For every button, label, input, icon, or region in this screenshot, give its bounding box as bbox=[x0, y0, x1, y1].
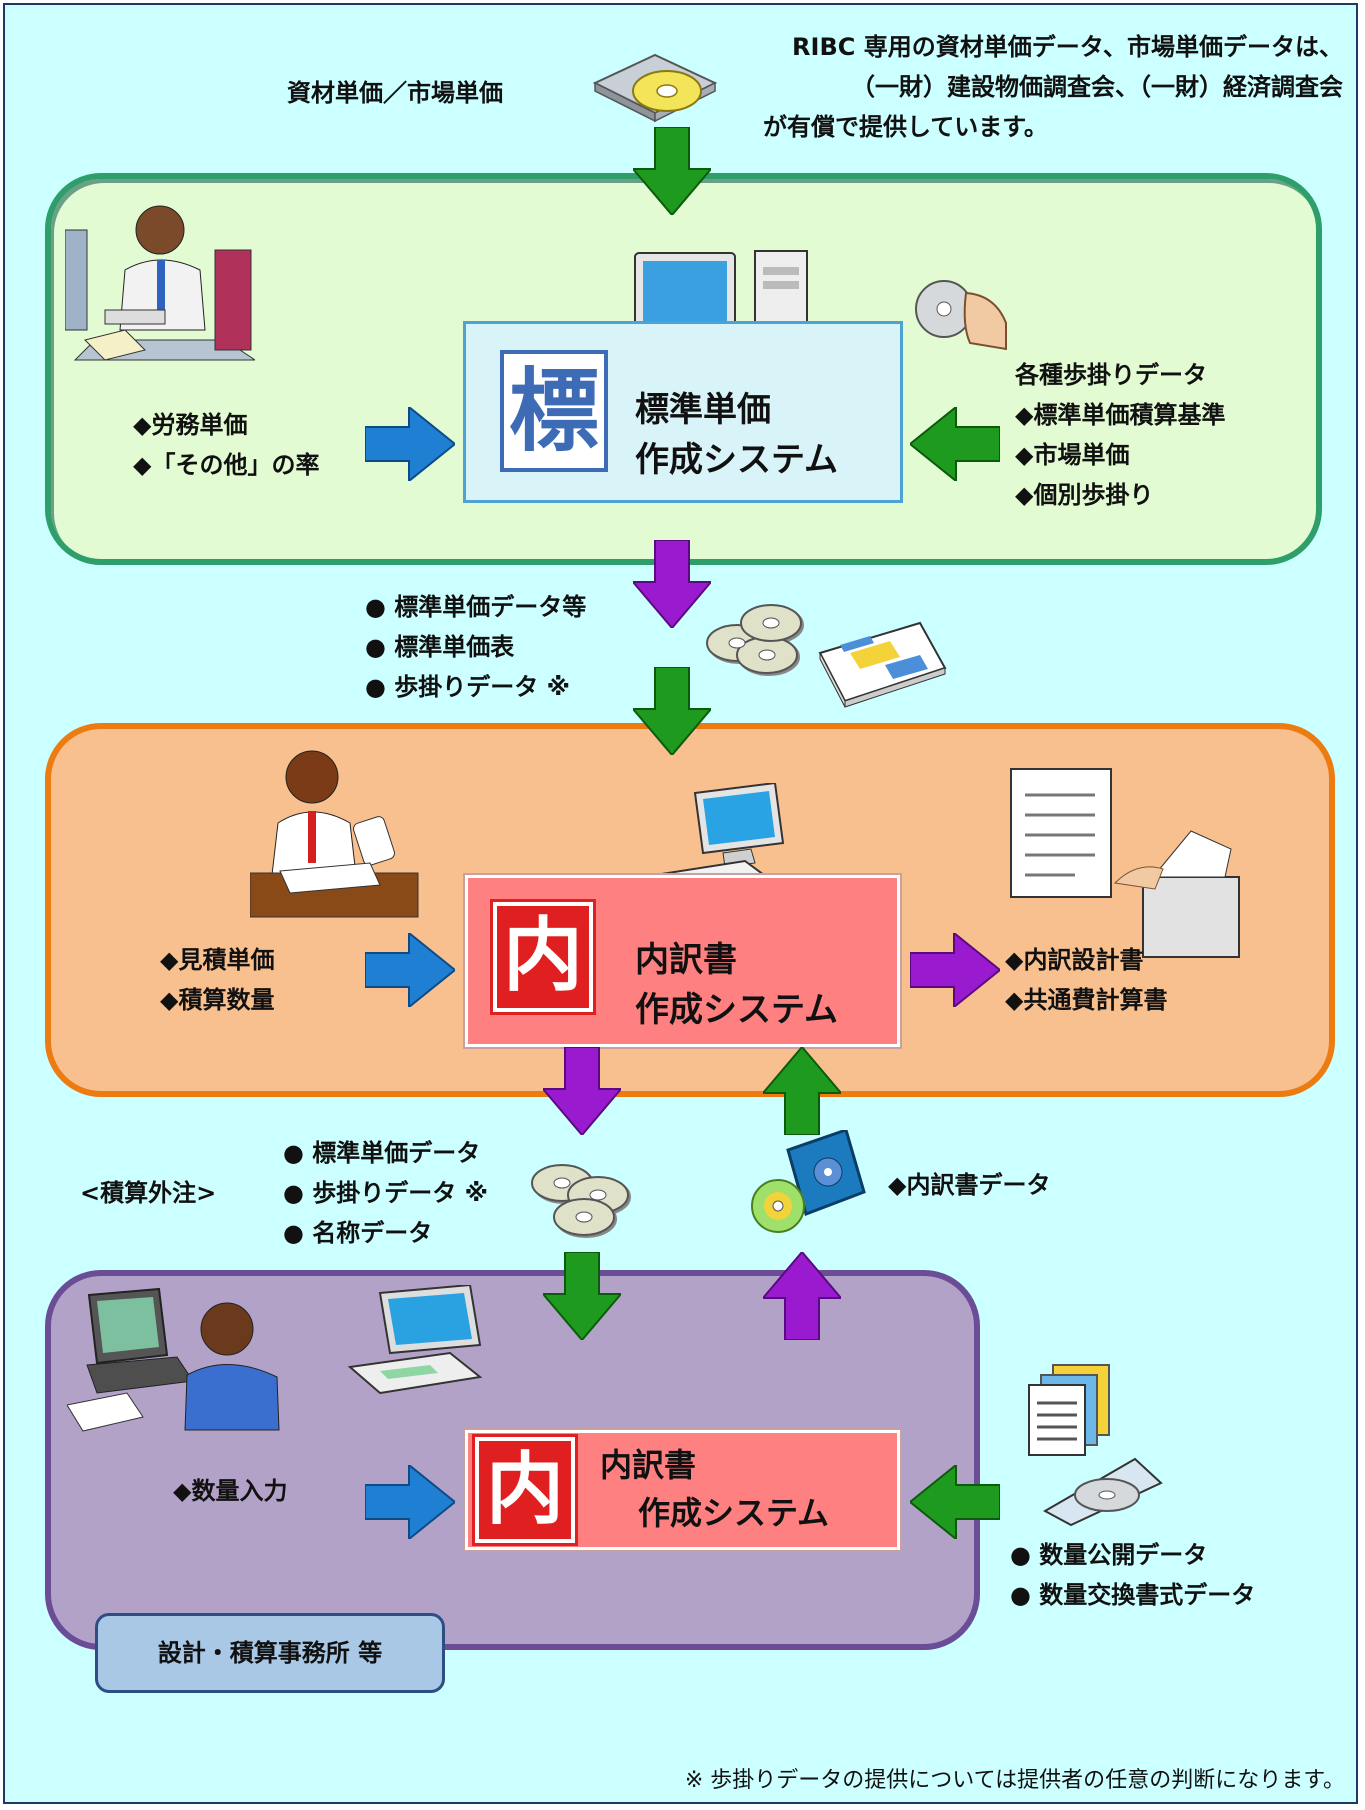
arrow-down-green bbox=[543, 1252, 621, 1340]
standard-system-title: 標準単価 作成システム bbox=[635, 385, 838, 485]
cd-case-icon bbox=[751, 1130, 866, 1233]
outsourcing-outputs: ● 標準単価データ ● 歩掛りデータ ※ ● 名称データ bbox=[283, 1133, 488, 1253]
breakdown-kanji-logo: 内 bbox=[490, 899, 596, 1015]
input-item: ◆見積単価 bbox=[160, 946, 275, 974]
output-item: ◆内訳設計書 bbox=[1005, 946, 1144, 974]
system-title-line: 標準単価 bbox=[635, 390, 771, 430]
design-office-badge: 設計・積算事務所 等 bbox=[95, 1613, 445, 1693]
breakdown-data-label: ◆内訳書データ bbox=[888, 1171, 1051, 1199]
input-item: ◆「その他」の率 bbox=[133, 451, 320, 479]
office-system-title: 内訳書 作成システム bbox=[600, 1441, 829, 1537]
quantity-data-inputs: ● 数量公開データ ● 数量交換書式データ bbox=[1010, 1535, 1255, 1615]
disc-stack-icon bbox=[706, 604, 802, 674]
documents-disc-icon bbox=[1028, 1364, 1163, 1527]
arrow-left-green bbox=[910, 1465, 1000, 1539]
input-item: ◆標準単価積算基準 bbox=[1015, 401, 1226, 429]
system-title-line: 作成システム bbox=[635, 990, 838, 1030]
system-title-line: 作成システム bbox=[635, 440, 838, 480]
laptop-worker-illustration bbox=[67, 1287, 280, 1432]
quantity-input-label: ◆数量入力 bbox=[173, 1477, 288, 1505]
system-title-line: 内訳書 bbox=[635, 940, 737, 980]
input-item: ● 数量交換書式データ bbox=[1010, 1581, 1256, 1609]
outsourcing-label: <積算外注> bbox=[80, 1179, 217, 1207]
arrow-right-blue bbox=[365, 933, 455, 1007]
input-item: ● 数量公開データ bbox=[1010, 1541, 1208, 1569]
disc-stack-icon bbox=[531, 1164, 629, 1236]
input-item: ◆個別歩掛り bbox=[1015, 481, 1154, 509]
hand-disc-icon bbox=[915, 280, 1007, 351]
arrow-down-purple bbox=[633, 540, 711, 628]
breakdown-outputs: ◆内訳設計書 ◆共通費計算書 bbox=[1005, 940, 1167, 1020]
footnote: ※ 歩掛りデータの提供については提供者の任意の判断になります。 bbox=[684, 1768, 1345, 1793]
laptop-icon bbox=[347, 1285, 483, 1395]
provider-note: RIBC 専用の資材単価データ、市場単価データは、 （一財）建設物価調査会、（一… bbox=[763, 27, 1343, 147]
system-title-line: 作成システム bbox=[638, 1494, 830, 1532]
arrow-right-blue bbox=[365, 407, 455, 481]
input-item: ◆労務単価 bbox=[133, 411, 248, 439]
standard-kanji-logo: 標 bbox=[500, 350, 608, 472]
provider-note-line: （一財）建設物価調査会、（一財）経済調査会 bbox=[851, 73, 1343, 101]
arrow-right-purple bbox=[910, 933, 1000, 1007]
provider-note-line: が有償で提供しています。 bbox=[763, 113, 1048, 141]
provider-note-line: RIBC 専用の資材単価データ、市場単価データは、 bbox=[792, 33, 1343, 61]
input-item: ◆積算数量 bbox=[160, 986, 275, 1014]
arrow-down-purple bbox=[543, 1047, 621, 1135]
arrow-left-green bbox=[910, 407, 1000, 481]
arrow-up-green bbox=[763, 1047, 841, 1135]
document-stack-icon bbox=[818, 621, 947, 708]
input-item: ◆市場単価 bbox=[1015, 441, 1130, 469]
arrow-down-green bbox=[633, 127, 711, 215]
office-kanji-logo: 内 bbox=[472, 1434, 578, 1546]
dvd-drive-icon bbox=[592, 53, 718, 123]
output-item: ● 名称データ bbox=[283, 1219, 433, 1247]
output-item: ● 標準単価データ bbox=[283, 1139, 481, 1167]
input-item: 各種歩掛りデータ bbox=[1015, 361, 1207, 389]
breakdown-system-title: 内訳書 作成システム bbox=[635, 935, 838, 1035]
output-item: ● 歩掛りデータ ※ bbox=[365, 673, 570, 701]
standard-outputs: ● 標準単価データ等 ● 標準単価表 ● 歩掛りデータ ※ bbox=[365, 587, 586, 707]
diagram-canvas: 資材単価／市場単価 RIBC 専用の資材単価データ、市場単価データは、 （一財）… bbox=[3, 3, 1358, 1804]
materials-label: 資材単価／市場単価 bbox=[287, 79, 503, 107]
arrow-right-blue bbox=[365, 1465, 455, 1539]
office-worker-illustration bbox=[65, 205, 255, 361]
arrow-up-purple bbox=[763, 1252, 841, 1340]
output-item: ● 歩掛りデータ ※ bbox=[283, 1179, 488, 1207]
output-item: ● 標準単価表 bbox=[365, 633, 515, 661]
arrow-down-green bbox=[633, 667, 711, 755]
productivity-inputs: 各種歩掛りデータ ◆標準単価積算基準 ◆市場単価 ◆個別歩掛り bbox=[1015, 355, 1225, 515]
output-item: ◆共通費計算書 bbox=[1005, 986, 1168, 1014]
output-item: ● 標準単価データ等 bbox=[365, 593, 587, 621]
estimate-inputs: ◆見積単価 ◆積算数量 bbox=[160, 940, 274, 1020]
labor-inputs: ◆労務単価 ◆「その他」の率 bbox=[133, 405, 319, 485]
desk-worker-illustration bbox=[250, 750, 419, 918]
system-title-line: 内訳書 bbox=[600, 1446, 697, 1484]
printer-document-icon bbox=[1010, 768, 1240, 958]
